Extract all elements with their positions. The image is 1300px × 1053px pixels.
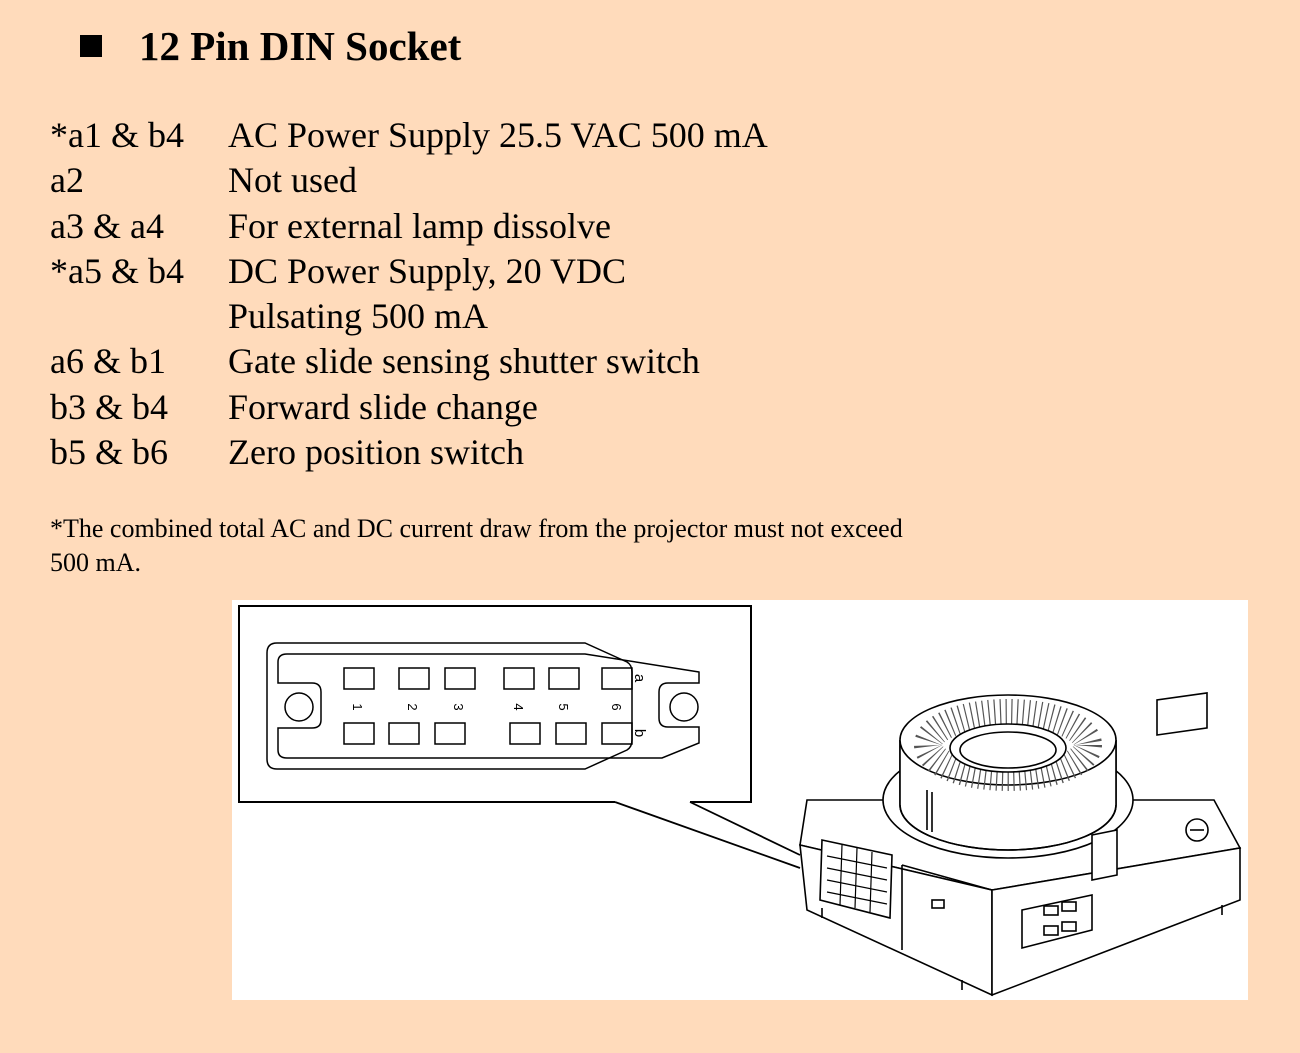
pin-row-b	[343, 722, 633, 745]
pin-number: 5	[556, 703, 571, 710]
pin-contact	[434, 722, 466, 745]
pin-number: 6	[609, 703, 624, 710]
pin-pair: b3 & b4	[50, 386, 169, 427]
pin-contact	[509, 722, 541, 745]
table-row: *a1 & b4 AC Power Supply 25.5 VAC 500 mA	[50, 113, 768, 158]
pin-pair: a3 & a4	[50, 205, 164, 246]
pin-contact	[601, 722, 633, 745]
table-row: a2 Not used	[50, 158, 768, 203]
footnote: *The combined total AC and DC current dr…	[50, 512, 1010, 580]
pin-description: AC Power Supply 25.5 VAC 500 mA	[228, 115, 768, 155]
table-row: a6 & b1 Gate slide sensing shutter switch	[50, 339, 768, 384]
pin-contact	[343, 722, 375, 745]
footnote-line: 500 mA.	[50, 548, 141, 577]
pin-pair: a2	[50, 160, 84, 201]
pin-description: Zero position switch	[228, 432, 524, 473]
pin-contact	[601, 667, 633, 690]
pin-description: Forward slide change	[228, 386, 538, 427]
table-row: b5 & b6 Zero position switch	[50, 430, 768, 475]
table-row: Pulsating 500 mA	[50, 294, 768, 339]
pin-pair: *a5 & b4	[50, 250, 184, 291]
socket-inner-outline	[277, 653, 700, 759]
pin-number: 1	[350, 703, 365, 710]
pin-pair: *a1 & b4	[50, 115, 184, 155]
pin-contact	[388, 722, 420, 745]
section-title: 12 Pin DIN Socket	[139, 23, 462, 69]
table-row: *a5 & b4 DC Power Supply, 20 VDC	[50, 249, 768, 294]
pin-description: Pulsating 500 mA	[228, 296, 489, 337]
pin-pair: a6 & b1	[50, 341, 166, 382]
row-label-b: b	[631, 729, 648, 737]
socket-outline	[266, 642, 633, 770]
row-label-a: a	[631, 674, 648, 683]
pin-number: 3	[451, 703, 466, 710]
pin-description: DC Power Supply, 20 VDC	[228, 250, 627, 291]
pin-description: Gate slide sensing shutter switch	[228, 341, 700, 382]
pin-contact	[444, 667, 476, 690]
pin-row-a	[343, 667, 633, 690]
pin-contact	[555, 722, 587, 745]
table-row: a3 & a4 For external lamp dissolve	[50, 204, 768, 249]
pin-contact	[503, 667, 535, 690]
table-row: b3 & b4 Forward slide change	[50, 385, 768, 430]
pin-description: Not used	[228, 160, 357, 201]
pin-contact	[548, 667, 580, 690]
socket-illustration: 1 2 3 4 5 6 a b	[232, 600, 1248, 1000]
pin-description: For external lamp dissolve	[228, 205, 611, 246]
slide-projector-drawing	[799, 692, 1242, 997]
pin-pair	[50, 294, 228, 339]
mounting-hole-right	[669, 692, 699, 722]
black-square-bullet-icon	[80, 35, 102, 57]
pin-contact	[343, 667, 375, 690]
pin-number: 4	[511, 703, 526, 710]
footnote-line: *The combined total AC and DC current dr…	[50, 514, 903, 543]
pin-pair: b5 & b6	[50, 432, 169, 473]
mounting-hole-left	[284, 692, 314, 722]
pin-contact	[398, 667, 430, 690]
pin-number: 2	[405, 703, 420, 710]
socket-inset: 1 2 3 4 5 6 a b	[238, 605, 801, 869]
